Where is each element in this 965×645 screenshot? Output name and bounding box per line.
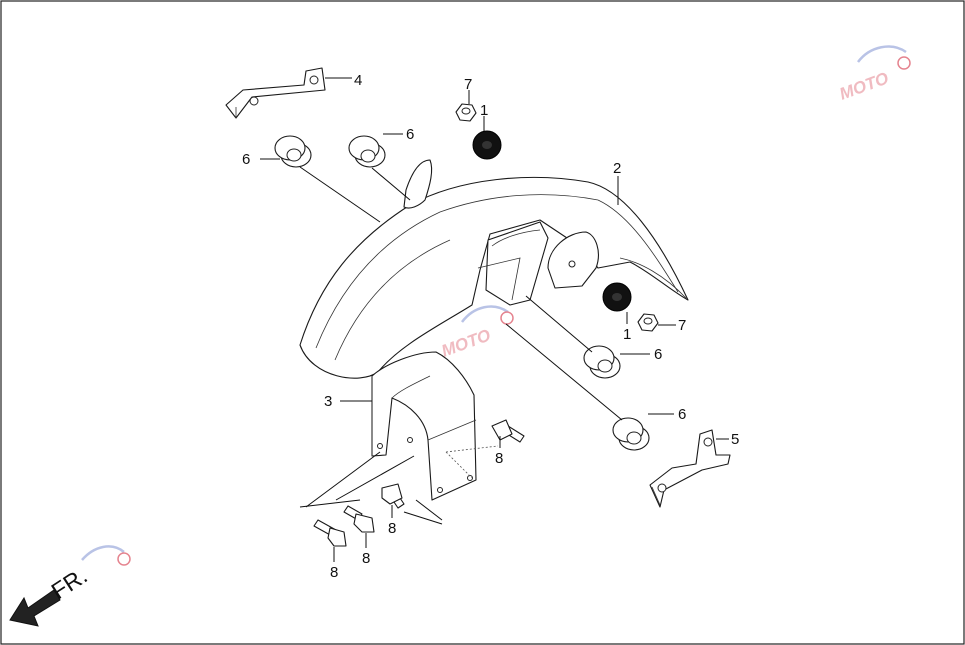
- callout-label: 8: [388, 520, 396, 537]
- grommet: [583, 345, 621, 379]
- callout-label: 3: [324, 393, 332, 410]
- leader-line: [403, 511, 443, 525]
- fender-brace: [371, 351, 477, 501]
- leader-line: [505, 323, 623, 421]
- leader-line: [371, 167, 411, 201]
- callout-label: 7: [464, 76, 472, 93]
- nut: [637, 313, 659, 332]
- bracket-right: [649, 429, 731, 508]
- grommet: [274, 135, 312, 168]
- callout-label: 2: [613, 160, 621, 177]
- callout-label: 6: [406, 126, 414, 143]
- callout-label: 8: [330, 564, 338, 581]
- rubber-cap: [472, 130, 502, 160]
- front-direction-arrow: FR.: [9, 562, 92, 627]
- watermark-logo-top: MOTO: [837, 45, 911, 104]
- leader-line: [525, 295, 593, 353]
- callout-label: 8: [495, 450, 503, 467]
- leader-line: [299, 166, 381, 223]
- watermark-text: MOTO: [837, 69, 891, 104]
- grommet: [612, 417, 650, 451]
- leader-line: [445, 445, 499, 453]
- leader-line: [415, 499, 443, 521]
- flange-bolt: [343, 505, 375, 533]
- callout-label: 5: [731, 431, 739, 448]
- leader-line: [335, 455, 415, 501]
- front-fender: [299, 159, 689, 379]
- callout-label: 6: [678, 406, 686, 423]
- flange-bolt: [381, 483, 405, 509]
- rubber-cap: [602, 282, 632, 312]
- callout-label: 1: [480, 102, 488, 119]
- flange-bolt: [491, 419, 525, 443]
- flange-bolt: [313, 519, 347, 547]
- watermark-logo-bottom: [81, 545, 131, 566]
- callout-label: 6: [654, 346, 662, 363]
- callout-label: 4: [354, 72, 362, 89]
- leader-line: [299, 499, 361, 508]
- callout-label: 7: [678, 317, 686, 334]
- callout-label: 1: [623, 326, 631, 343]
- nut: [455, 103, 477, 122]
- callout-label: 6: [242, 151, 250, 168]
- watermark-text: MOTO: [439, 326, 493, 361]
- bracket-left: [225, 67, 326, 119]
- leader-line: [305, 451, 381, 508]
- grommet: [348, 135, 386, 168]
- callout-label: 8: [362, 550, 370, 567]
